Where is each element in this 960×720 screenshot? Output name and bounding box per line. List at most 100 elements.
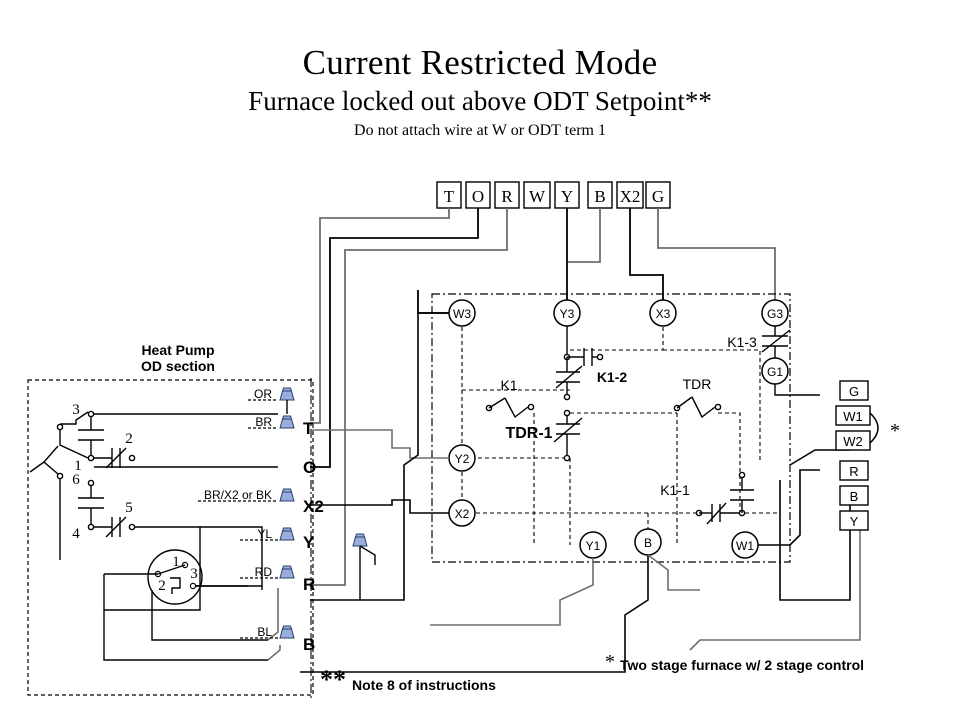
wire-nut-mid-splice[interactable] [352, 533, 368, 547]
rotary-pin-label-1: 1 [172, 554, 180, 570]
hp-switch-block-lower [78, 479, 136, 538]
terminal-label-r: R [501, 187, 513, 206]
relay-label-k1: K1 [500, 377, 517, 393]
wire-nut-brx2[interactable] [279, 488, 295, 502]
hp-contact-label-3: 3 [72, 402, 80, 418]
control-terminal-label-g1: G1 [767, 365, 783, 379]
control-terminal-b[interactable]: B [634, 528, 662, 556]
hp-terminal-column: OR BR T O BR/X2 or BK X2 YL Y RD R [198, 387, 324, 654]
terminal-label-w: W [529, 187, 546, 206]
wire-label-br: BR [255, 415, 272, 429]
furnace-terminal-label-w1: W1 [843, 409, 863, 424]
control-terminal-y3[interactable]: Y3 [553, 299, 581, 327]
wire-nut-yl[interactable] [279, 527, 295, 541]
control-terminal-g3[interactable]: G3 [761, 299, 789, 327]
rotary-pin-label-3: 3 [190, 566, 198, 582]
relay-k1-1 [695, 471, 754, 525]
wire-nut-br[interactable] [279, 415, 295, 429]
hp-contact-label-4: 4 [72, 526, 80, 542]
thermostat-terminal-strip: T O R W Y B X2 G [436, 181, 671, 209]
w1-w2-jumper [869, 412, 879, 444]
control-terminal-w3[interactable]: W3 [448, 299, 476, 327]
footnote-single-asterisk-text: Two stage furnace w/ 2 stage control [620, 657, 864, 673]
control-terminal-y2[interactable]: Y2 [448, 444, 476, 472]
control-terminal-label-x3: X3 [656, 307, 671, 321]
control-terminal-y1[interactable]: Y1 [579, 531, 607, 559]
hp-contact-label-1: 1 [74, 458, 82, 474]
furnace-terminal-label-g: G [849, 384, 859, 399]
control-module-enclosure [431, 293, 791, 563]
control-terminal-g1[interactable]: G1 [761, 357, 789, 385]
terminal-box-t[interactable] [436, 181, 462, 209]
thermostat-wire-bundle [310, 208, 776, 586]
terminal-box-o[interactable] [465, 181, 491, 209]
wire-label-brx2: BR/X2 or BK [204, 488, 272, 502]
furnace-terminal-box-y[interactable] [839, 510, 869, 531]
hp-terminal-label-x2: X2 [303, 497, 324, 516]
wire-label-rd: RD [255, 565, 273, 579]
control-terminal-label-g3: G3 [767, 307, 783, 321]
wire-nut-rd[interactable] [279, 565, 295, 579]
terminal-label-o: O [472, 187, 484, 206]
hp-rotary-connector[interactable] [147, 549, 203, 605]
furnace-terminal-box-b[interactable] [839, 485, 869, 506]
footnote-double-asterisk-symbol: ** [320, 665, 346, 694]
relay-label-k1-1: K1-1 [660, 482, 690, 498]
furnace-terminal-strip: G W1 W2 R B Y * [835, 380, 900, 531]
furnace-terminal-box-w1[interactable] [835, 405, 871, 426]
footnote-single-asterisk-symbol: * [605, 651, 615, 673]
terminal-label-b: B [594, 187, 605, 206]
terminal-box-y[interactable] [554, 181, 580, 209]
furnace-terminal-box-g[interactable] [839, 380, 869, 401]
control-terminal-label-x2: X2 [455, 507, 470, 521]
jumper-asterisk-marker: * [890, 420, 900, 442]
heat-pump-label-line2: OD section [141, 358, 215, 374]
heat-pump-enclosure [27, 379, 314, 696]
mid-splice-wire [359, 545, 376, 600]
furnace-terminal-label-w2: W2 [843, 434, 863, 449]
heat-pump-section: Heat Pump OD section [27, 342, 314, 700]
hp-switch-block-upper [29, 410, 136, 560]
control-terminal-w1[interactable]: W1 [731, 531, 759, 559]
furnace-terminal-label-r: R [849, 464, 858, 479]
terminal-label-x2: X2 [620, 187, 641, 206]
control-terminal-label-y3: Y3 [560, 307, 575, 321]
hp-contact-label-6: 6 [72, 472, 80, 488]
terminal-box-w[interactable] [523, 181, 551, 209]
furnace-terminal-label-b: B [850, 489, 859, 504]
wire-label-or: OR [254, 387, 272, 401]
furnace-terminal-label-y: Y [850, 514, 859, 529]
wire-label-bl: BL [257, 625, 272, 639]
hp-contact-label-5: 5 [125, 500, 133, 516]
hp-internal-wiring [94, 413, 278, 661]
relay-tdr-1 [553, 409, 583, 462]
g1-to-g-wire [774, 384, 820, 396]
relay-k1-2 [555, 326, 604, 401]
relay-k1-3 [761, 326, 791, 358]
hp-contact-label-2: 2 [125, 431, 133, 447]
control-terminal-label-w1: W1 [736, 539, 754, 553]
wire-nut-or[interactable] [279, 387, 295, 401]
control-terminal-label-w3: W3 [453, 307, 471, 321]
footnotes: ** Note 8 of instructions * Two stage fu… [320, 651, 864, 694]
relay-label-k1-3: K1-3 [727, 334, 757, 350]
hp-terminal-label-b: B [303, 635, 315, 654]
terminal-label-t: T [444, 187, 455, 206]
hp-terminal-label-r: R [303, 575, 315, 594]
wire-label-yl: YL [257, 527, 272, 541]
control-output-wires [300, 312, 861, 673]
rotary-pin-label-2: 2 [158, 578, 166, 594]
terminal-label-y: Y [561, 187, 573, 206]
control-terminal-x3[interactable]: X3 [649, 299, 677, 327]
relay-label-k1-2: K1-2 [597, 369, 628, 385]
footnote-double-asterisk-text: Note 8 of instructions [352, 677, 496, 693]
wire-nut-bl[interactable] [279, 625, 295, 639]
control-terminal-x2[interactable]: X2 [448, 499, 476, 527]
furnace-terminal-box-w2[interactable] [835, 430, 871, 451]
furnace-terminal-box-r[interactable] [839, 460, 869, 481]
control-internal-rails [461, 313, 780, 545]
terminal-box-g[interactable] [645, 181, 671, 209]
heat-pump-label-line1: Heat Pump [141, 342, 214, 358]
